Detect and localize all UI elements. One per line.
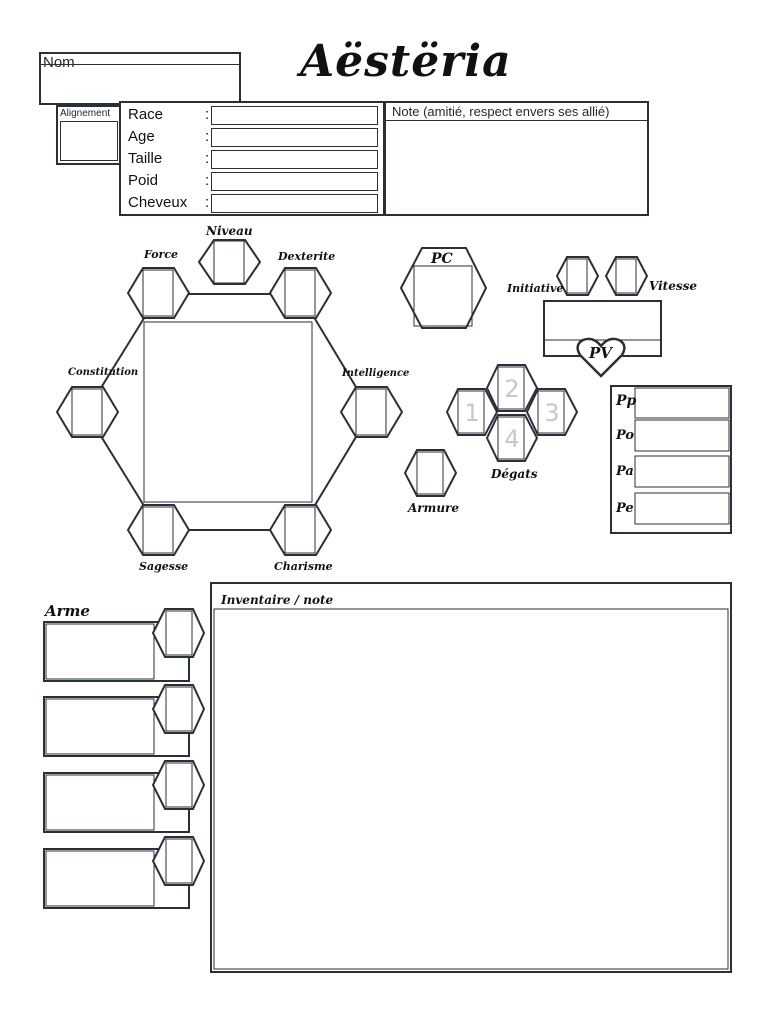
portrait-area[interactable] — [145, 323, 311, 501]
niveau-label: Niveau — [206, 224, 253, 238]
intelligence-label: Intelligence — [342, 368, 410, 379]
force-label: Force — [144, 248, 179, 261]
sheet-title: Aëstëria — [300, 36, 512, 87]
race-input[interactable] — [211, 106, 378, 125]
inventory-text-area[interactable] — [215, 610, 727, 968]
coin-label-pe: Pe — [616, 501, 634, 516]
dice-number-2: 2 — [504, 375, 519, 403]
coin-field-pe — [634, 492, 730, 525]
niveau-hex — [197, 239, 262, 285]
armure-label: Armure — [408, 501, 460, 515]
weapon-hex-1 — [151, 608, 206, 658]
alignment-inner — [60, 121, 118, 161]
charisme-label: Charisme — [274, 560, 333, 573]
cheveux-label: Cheveux — [128, 194, 188, 211]
note-box[interactable]: Note (amitié, respect envers ses allié) — [384, 101, 649, 216]
coin-label-pa: Pa — [616, 464, 634, 479]
age-label: Age — [128, 128, 155, 145]
note-label: Note (amitié, respect envers ses allié) — [392, 104, 610, 119]
poid-input[interactable] — [211, 172, 378, 191]
vitesse-hex — [604, 256, 649, 296]
vitesse-label: Vitesse — [649, 279, 697, 293]
taille-label: Taille — [128, 150, 163, 167]
name-divider — [41, 64, 239, 65]
poid-label: Poid — [128, 172, 159, 189]
pc-label: PC — [431, 251, 453, 267]
taille-input[interactable] — [211, 150, 378, 169]
dexterite-label: Dexterite — [278, 250, 336, 263]
cheveux-input[interactable] — [211, 194, 378, 213]
coin-label-po: Po — [616, 428, 635, 443]
pc-hex — [399, 247, 488, 329]
age-colon: : — [205, 128, 210, 145]
portrait-box — [143, 321, 313, 503]
poid-colon: : — [205, 172, 210, 189]
race-label: Race — [128, 106, 164, 123]
coin-field-pa — [634, 455, 730, 488]
coin-label-pp: Pp — [616, 393, 637, 409]
inventory-box — [210, 582, 732, 973]
note-divider — [386, 120, 647, 121]
sagesse-label: Sagesse — [139, 560, 189, 573]
age-input[interactable] — [211, 128, 378, 147]
cheveux-colon: : — [205, 194, 210, 211]
name-label: Nom — [43, 54, 75, 71]
degats-label: Dégats — [491, 467, 538, 481]
dice-number-4: 4 — [504, 425, 519, 453]
armure-hex — [403, 449, 458, 497]
alignment-label: Alignement — [60, 108, 111, 119]
constitution-label: Constitution — [68, 367, 139, 378]
name-field[interactable]: Nom — [39, 52, 241, 105]
weapon-hex-4 — [151, 836, 206, 886]
taille-colon: : — [205, 150, 210, 167]
dice-number-1: 1 — [464, 399, 479, 427]
race-colon: : — [205, 106, 210, 123]
weapons-label: Arme — [45, 602, 90, 620]
inventory-label: Inventaire / note — [221, 593, 334, 607]
dice-number-3: 3 — [544, 399, 559, 427]
weapon-hex-3 — [151, 760, 206, 810]
coin-field-po — [634, 419, 730, 452]
coin-field-pp — [634, 387, 730, 419]
initiative-label: Initiative — [507, 282, 564, 295]
heart-icon — [576, 337, 626, 378]
pv-label: PV — [589, 344, 612, 362]
weapon-hex-2 — [151, 684, 206, 734]
